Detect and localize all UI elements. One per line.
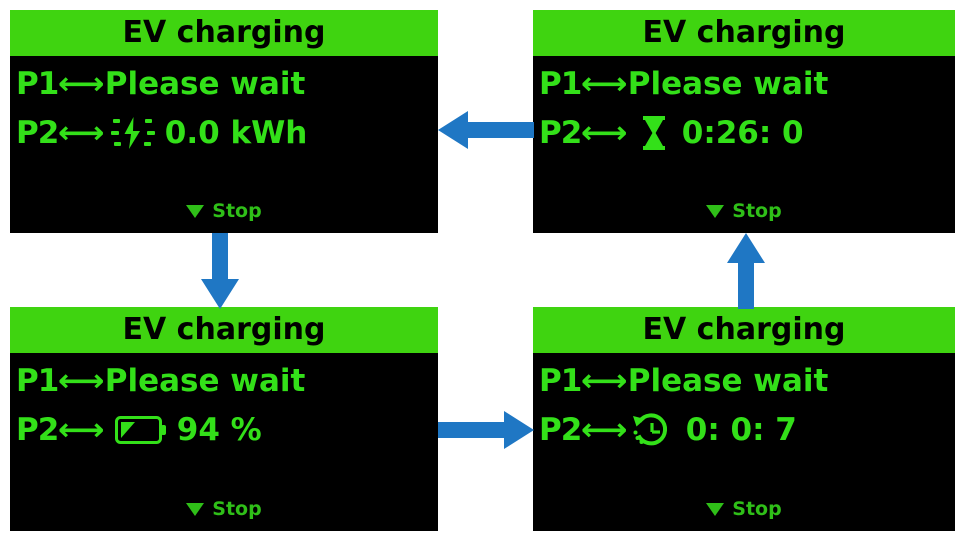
bidirectional-arrow-icon: ⟷	[58, 362, 105, 399]
arrow-left-icon	[438, 106, 534, 154]
battery-percent-value: 94 %	[176, 412, 262, 448]
elapsed-time-value: 0: 0: 7	[685, 412, 797, 448]
connector-label-p2: P2	[539, 115, 582, 151]
panel-battery-line2: P2 ⟷ 94 %	[16, 410, 438, 450]
connector-label-p2: P2	[16, 115, 59, 151]
arrow-down-icon	[196, 233, 244, 309]
bidirectional-arrow-icon: ⟷	[581, 411, 628, 448]
panel-elapsed-time[interactable]: EV charging P1 ⟷ Please wait P2 ⟷	[533, 307, 955, 531]
stop-label: Stop	[212, 200, 262, 222]
stop-label: Stop	[212, 498, 262, 520]
stop-label: Stop	[732, 200, 782, 222]
panel-elapsed-time-title: EV charging	[533, 307, 955, 353]
arrow-up-icon	[722, 233, 770, 309]
panel-energy[interactable]: EV charging P1 ⟷ Please wait P2 ⟷	[10, 10, 438, 233]
panel-elapsed-time-body: P1 ⟷ Please wait P2 ⟷	[533, 353, 955, 531]
connector-label-p1: P1	[16, 363, 59, 399]
connector-status-text: Please wait	[627, 363, 829, 399]
panel-remaining-time-title: EV charging	[533, 10, 955, 56]
battery-icon	[114, 415, 167, 445]
remaining-time-value: 0:26: 0	[681, 115, 804, 151]
panel-energy-body: P1 ⟷ Please wait P2 ⟷	[10, 56, 438, 233]
hourglass-icon	[640, 115, 668, 151]
bidirectional-arrow-icon: ⟷	[58, 65, 105, 102]
connector-status-text: Please wait	[104, 363, 306, 399]
panel-elapsed-time-line1: P1 ⟷ Please wait	[539, 361, 955, 401]
energy-value: 0.0 kWh	[164, 115, 308, 151]
triangle-down-icon	[186, 205, 205, 218]
bidirectional-arrow-icon: ⟷	[581, 362, 628, 399]
triangle-down-icon	[706, 205, 725, 218]
panel-remaining-time[interactable]: EV charging P1 ⟷ Please wait P2 ⟷	[533, 10, 955, 233]
panel-energy-title: EV charging	[10, 10, 438, 56]
panel-remaining-time-body: P1 ⟷ Please wait P2 ⟷ 0:26: 0	[533, 56, 955, 233]
panel-battery-line1: P1 ⟷ Please wait	[16, 361, 438, 401]
connector-status-text: Please wait	[104, 66, 306, 102]
triangle-down-icon	[706, 503, 725, 516]
flash-charging-icon	[110, 115, 155, 151]
arrow-right-icon	[438, 406, 534, 454]
bidirectional-arrow-icon: ⟷	[581, 65, 628, 102]
panel-remaining-time-line1: P1 ⟷ Please wait	[539, 64, 955, 104]
bidirectional-arrow-icon: ⟷	[58, 114, 105, 151]
stop-button[interactable]: Stop	[10, 500, 438, 519]
triangle-down-icon	[186, 503, 205, 516]
connector-label-p2: P2	[16, 412, 59, 448]
panel-battery-body: P1 ⟷ Please wait P2 ⟷ 94 % Stop	[10, 353, 438, 531]
bidirectional-arrow-icon: ⟷	[581, 114, 628, 151]
stop-button[interactable]: Stop	[533, 202, 955, 221]
connector-label-p1: P1	[539, 66, 582, 102]
panel-energy-line1: P1 ⟷ Please wait	[16, 64, 438, 104]
bidirectional-arrow-icon: ⟷	[58, 411, 105, 448]
connector-label-p1: P1	[16, 66, 59, 102]
clock-history-icon	[630, 410, 672, 450]
panel-battery[interactable]: EV charging P1 ⟷ Please wait P2 ⟷ 94 %	[10, 307, 438, 531]
panel-elapsed-time-line2: P2 ⟷	[539, 410, 955, 450]
panel-energy-line2: P2 ⟷ 0.0 kWh	[16, 113, 438, 153]
stop-button[interactable]: Stop	[10, 202, 438, 221]
panel-remaining-time-line2: P2 ⟷ 0:26: 0	[539, 113, 955, 153]
connector-status-text: Please wait	[627, 66, 829, 102]
stop-button[interactable]: Stop	[533, 500, 955, 519]
connector-label-p1: P1	[539, 363, 582, 399]
panel-battery-title: EV charging	[10, 307, 438, 353]
stop-label: Stop	[732, 498, 782, 520]
connector-label-p2: P2	[539, 412, 582, 448]
